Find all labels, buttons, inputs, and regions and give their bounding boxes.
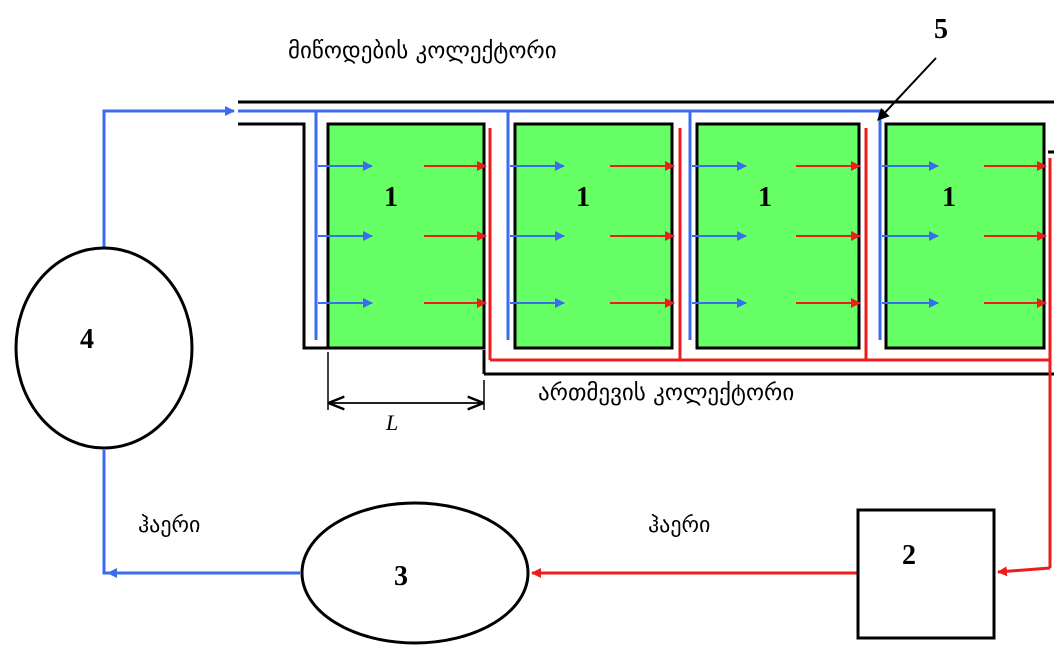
pointer-5-arrow [877,57,937,121]
unit-2-box [856,508,996,640]
return-to-unit2-arrow [997,566,1051,577]
return-lines [488,128,1052,568]
unit-3-circle [300,501,530,645]
unit-4-circle [14,246,194,450]
width-label: L [385,410,398,435]
supply-collector-label: მიწოდების კოლექტორი [288,38,557,64]
supply-return-line [102,450,300,575]
room-4-label: 1 [942,182,956,213]
return-flow-arrows [424,161,1047,308]
supply-flow-arrows [318,161,939,308]
air-label-left: ჰაერი [138,513,200,538]
collection-collector-outline [482,150,1054,376]
unit-3-label: 3 [394,561,408,592]
pointer-5-label: 5 [934,14,948,45]
air-label-right: ჰაერი [648,513,710,538]
room-3-label: 1 [758,182,772,213]
room-1-label: 1 [384,182,398,213]
room-2-label: 1 [576,182,590,213]
supply-collector-outline [238,100,1054,350]
supply-main-line [102,109,226,250]
unit-4-label: 4 [80,324,94,355]
collection-collector-label: ართმევის კოლექტორი [538,380,794,406]
unit-2-label: 2 [902,540,916,571]
dimension-l [327,352,485,410]
